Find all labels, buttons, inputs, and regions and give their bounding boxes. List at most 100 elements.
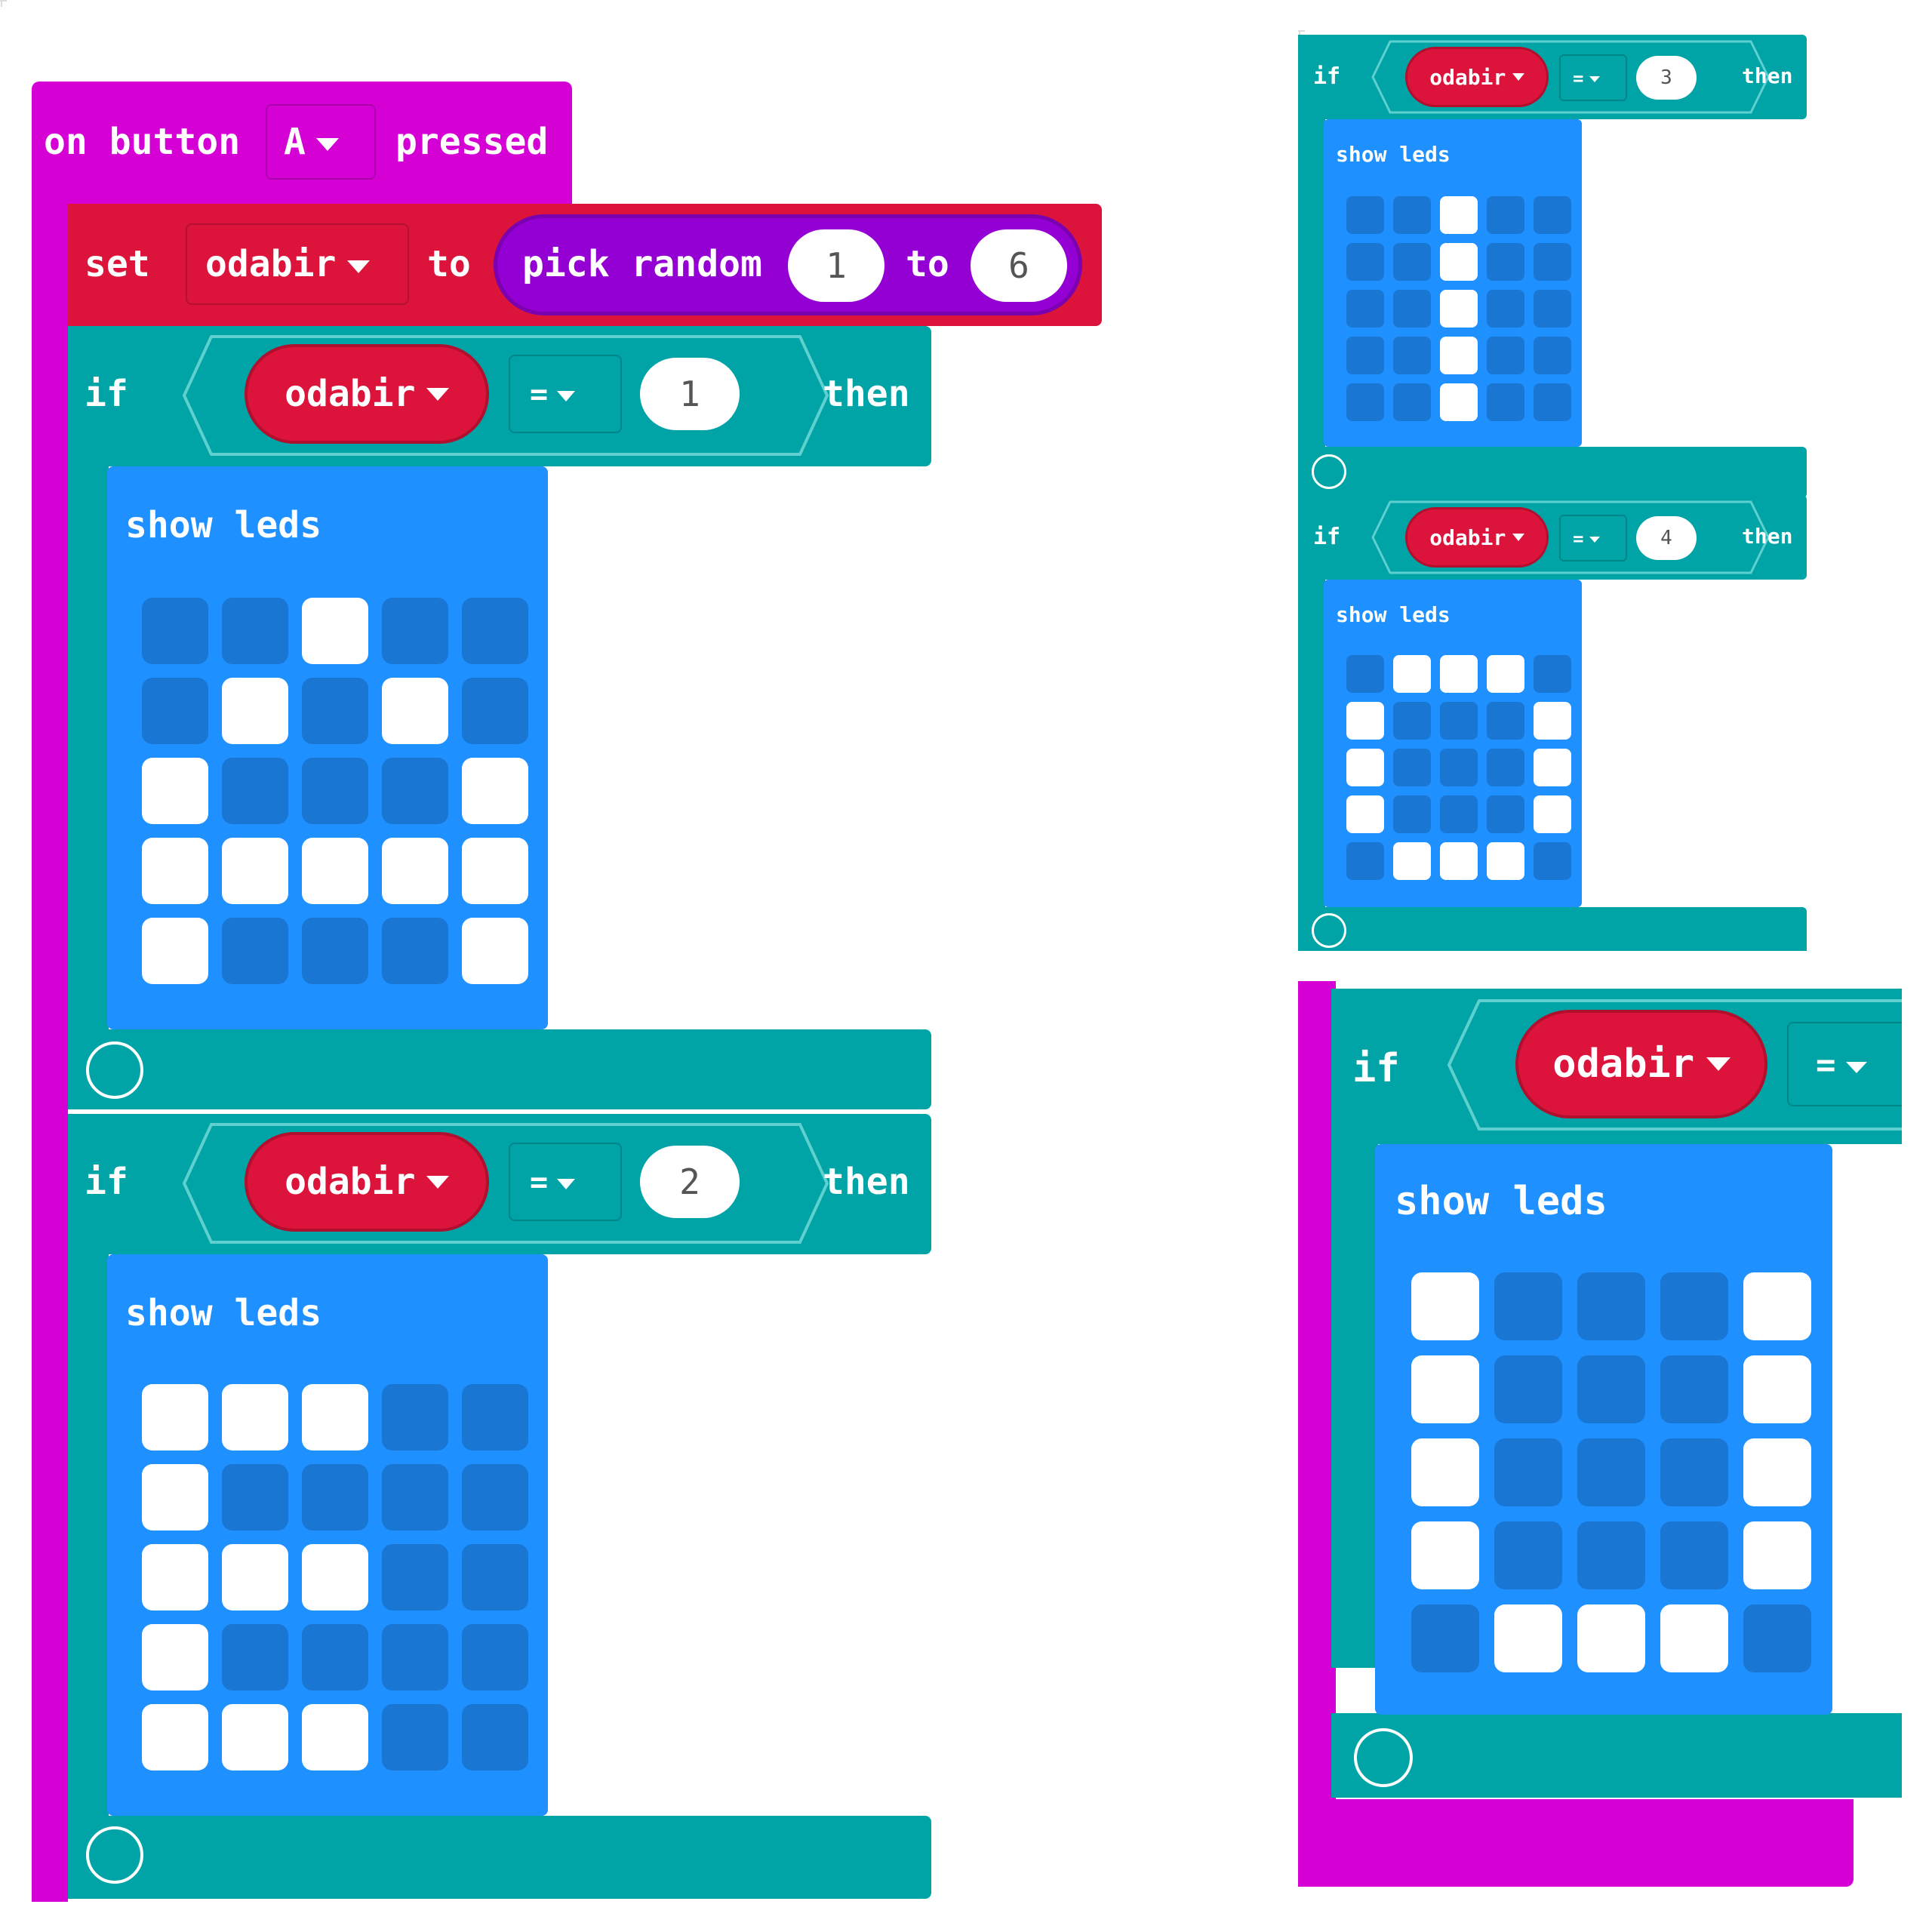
workspace-panel-bottom-right[interactable]: if odabir = show leds <box>1298 981 1902 1887</box>
led-cell[interactable] <box>1487 842 1524 880</box>
led-cell[interactable] <box>1411 1438 1479 1506</box>
led-cell[interactable] <box>1411 1521 1479 1589</box>
led-cell[interactable] <box>382 1464 448 1531</box>
led-cell[interactable] <box>1577 1272 1645 1340</box>
led-cell[interactable] <box>1534 702 1571 740</box>
led-cell[interactable] <box>1440 702 1478 740</box>
led-cell[interactable] <box>222 838 288 904</box>
led-cell[interactable] <box>222 1704 288 1770</box>
led-cell[interactable] <box>302 1704 368 1770</box>
add-else-icon[interactable] <box>86 1041 143 1099</box>
led-cell[interactable] <box>1743 1604 1811 1672</box>
compare-value-1[interactable]: 1 <box>640 358 740 430</box>
button-dropdown[interactable]: A <box>266 104 376 180</box>
led-cell[interactable] <box>382 1704 448 1770</box>
led-cell[interactable] <box>1346 655 1384 693</box>
led-cell[interactable] <box>222 918 288 984</box>
operator-dropdown-4[interactable]: = <box>1559 515 1627 561</box>
led-cell[interactable] <box>1440 337 1478 374</box>
led-cell[interactable] <box>1743 1438 1811 1506</box>
led-cell[interactable] <box>1346 702 1384 740</box>
led-cell[interactable] <box>1393 243 1431 281</box>
led-cell[interactable] <box>1487 749 1524 786</box>
led-cell[interactable] <box>1743 1521 1811 1589</box>
led-cell[interactable] <box>1393 290 1431 328</box>
led-cell[interactable] <box>1534 842 1571 880</box>
led-cell[interactable] <box>302 918 368 984</box>
led-cell[interactable] <box>302 1384 368 1451</box>
led-cell[interactable] <box>1487 290 1524 328</box>
led-cell[interactable] <box>222 1624 288 1690</box>
led-cell[interactable] <box>1743 1355 1811 1423</box>
workspace-panel-main[interactable]: on button A pressed set odabir to pick r… <box>0 0 1275 1932</box>
led-cell[interactable] <box>462 918 528 984</box>
led-cell[interactable] <box>1440 290 1478 328</box>
compare-value-4[interactable]: 4 <box>1636 516 1697 560</box>
led-cell[interactable] <box>1534 655 1571 693</box>
led-cell[interactable] <box>1346 842 1384 880</box>
led-cell[interactable] <box>382 598 448 664</box>
led-cell[interactable] <box>1393 795 1431 833</box>
led-cell[interactable] <box>1660 1604 1728 1672</box>
led-cell[interactable] <box>1494 1604 1562 1672</box>
led-cell[interactable] <box>1743 1272 1811 1340</box>
variable-dropdown[interactable]: odabir <box>186 223 409 305</box>
led-cell[interactable] <box>1440 842 1478 880</box>
led-cell[interactable] <box>1487 196 1524 234</box>
add-else-icon[interactable] <box>1312 913 1346 948</box>
variable-reporter-4[interactable]: odabir <box>1405 507 1549 568</box>
add-else-icon[interactable] <box>1312 454 1346 489</box>
led-cell[interactable] <box>1346 243 1384 281</box>
led-cell[interactable] <box>1494 1521 1562 1589</box>
led-cell[interactable] <box>382 678 448 744</box>
led-cell[interactable] <box>142 598 208 664</box>
led-cell[interactable] <box>1487 795 1524 833</box>
operator-dropdown-3[interactable]: = <box>1559 54 1627 101</box>
led-cell[interactable] <box>1534 795 1571 833</box>
led-cell[interactable] <box>142 918 208 984</box>
led-cell[interactable] <box>382 838 448 904</box>
led-cell[interactable] <box>1487 383 1524 421</box>
led-cell[interactable] <box>142 1704 208 1770</box>
led-cell[interactable] <box>382 1624 448 1690</box>
led-cell[interactable] <box>1440 749 1478 786</box>
led-cell[interactable] <box>1346 383 1384 421</box>
workspace-panel-top-right[interactable]: if odabir = 3 then show leds if odabir =… <box>1298 30 1902 951</box>
led-cell[interactable] <box>1393 749 1431 786</box>
led-cell[interactable] <box>302 1464 368 1531</box>
led-cell[interactable] <box>1494 1438 1562 1506</box>
led-cell[interactable] <box>1346 290 1384 328</box>
led-cell[interactable] <box>1534 243 1571 281</box>
led-cell[interactable] <box>382 1384 448 1451</box>
led-cell[interactable] <box>1440 383 1478 421</box>
led-cell[interactable] <box>1393 383 1431 421</box>
operator-dropdown-2[interactable]: = <box>509 1143 622 1221</box>
led-cell[interactable] <box>1440 795 1478 833</box>
led-cell[interactable] <box>1487 243 1524 281</box>
on-button-pressed-block[interactable] <box>32 82 572 204</box>
led-cell[interactable] <box>142 1384 208 1451</box>
led-cell[interactable] <box>462 1544 528 1611</box>
led-cell[interactable] <box>462 758 528 824</box>
led-cell[interactable] <box>222 1464 288 1531</box>
led-cell[interactable] <box>462 1384 528 1451</box>
led-cell[interactable] <box>1487 337 1524 374</box>
led-cell[interactable] <box>302 1544 368 1611</box>
led-cell[interactable] <box>1577 1438 1645 1506</box>
led-cell[interactable] <box>1440 196 1478 234</box>
led-cell[interactable] <box>222 678 288 744</box>
led-cell[interactable] <box>222 1384 288 1451</box>
led-cell[interactable] <box>1346 795 1384 833</box>
led-cell[interactable] <box>462 1464 528 1531</box>
compare-value-3[interactable]: 3 <box>1636 56 1697 100</box>
add-else-icon[interactable] <box>86 1826 143 1884</box>
led-cell[interactable] <box>382 758 448 824</box>
led-cell[interactable] <box>142 758 208 824</box>
led-cell[interactable] <box>142 1544 208 1611</box>
led-cell[interactable] <box>1411 1355 1479 1423</box>
led-cell[interactable] <box>1487 702 1524 740</box>
led-cell[interactable] <box>142 678 208 744</box>
led-cell[interactable] <box>1577 1604 1645 1672</box>
led-cell[interactable] <box>1577 1355 1645 1423</box>
led-cell[interactable] <box>142 838 208 904</box>
